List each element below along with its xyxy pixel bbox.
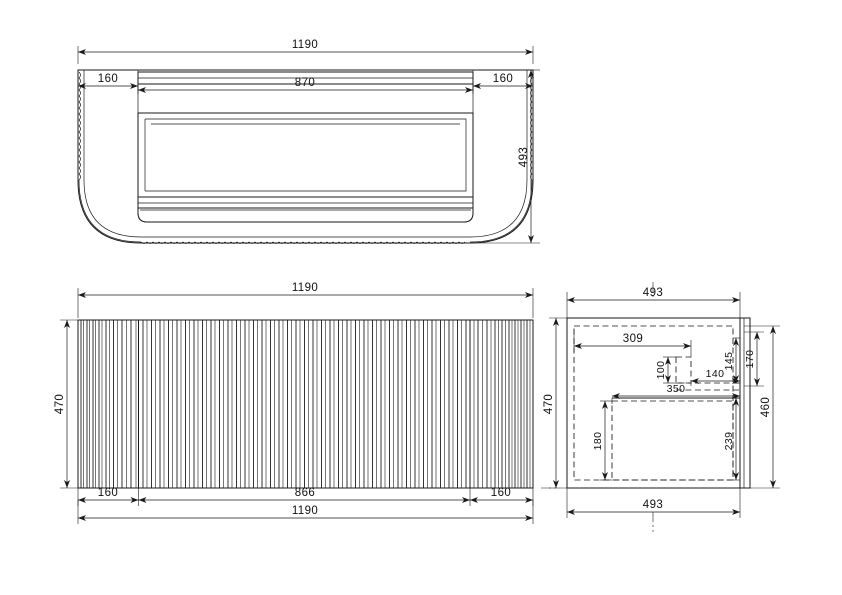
side-view-centerlines (541, 282, 654, 532)
dim-side-239: 239 (723, 397, 740, 481)
dim-front-segments: 160 866 160 (77, 487, 534, 506)
dim-label-160-top-right: 160 (493, 73, 513, 85)
front-view-group: 1190 (54, 282, 534, 524)
dim-label-160-front-right: 160 (491, 487, 511, 499)
dim-label-160-front-left: 160 (98, 487, 118, 499)
dim-label-493-top: 493 (643, 287, 663, 299)
dim-label-1190-top: 1190 (292, 39, 318, 51)
dim-top-center-870: 870 (137, 77, 474, 94)
dim-side-170: 170 (744, 331, 764, 387)
dim-label-1190-front-bottom: 1190 (292, 505, 318, 517)
dim-side-180: 180 (592, 400, 612, 481)
dim-side-140: 140 (690, 368, 741, 386)
dim-label-160-top-left: 160 (98, 73, 118, 85)
dim-side-145: 145 (723, 337, 740, 384)
top-view-group: 1190 160 870 160 (77, 39, 540, 244)
flute-group-center (142, 320, 467, 488)
dim-side-100: 100 (655, 356, 676, 384)
side-view-group: 493 (541, 282, 780, 532)
dim-label-145: 145 (723, 352, 735, 371)
dim-label-100: 100 (655, 361, 667, 380)
dim-side-height-470: 470 (543, 317, 567, 489)
dim-front-overall-top-1190: 1190 (77, 282, 534, 318)
front-view-body (77, 319, 534, 489)
dim-side-depth-bottom-493: 493 (566, 488, 741, 518)
dim-label-350: 350 (667, 383, 686, 395)
dim-label-170: 170 (744, 350, 756, 369)
dim-label-180: 180 (592, 432, 604, 451)
dim-top-overall-1190: 1190 (77, 39, 534, 64)
dim-label-309: 309 (623, 333, 643, 345)
dim-label-239: 239 (723, 432, 735, 451)
side-view-carcass (566, 317, 751, 489)
dim-side-309: 309 (573, 330, 692, 357)
dim-label-870: 870 (295, 77, 315, 89)
dim-label-493-depth: 493 (518, 147, 530, 167)
flute-group-left (80, 320, 137, 488)
dim-label-140: 140 (706, 368, 725, 380)
flute-group-right (473, 320, 531, 488)
dim-label-470-side: 470 (543, 394, 555, 414)
dim-label-493-bottom: 493 (643, 499, 663, 511)
dim-top-depth-493: 493 (470, 69, 540, 244)
dim-side-depth-top-493: 493 (566, 287, 741, 318)
front-view-flutes (77, 319, 534, 489)
dim-side-height-460: 460 (744, 325, 780, 489)
dim-label-866: 866 (295, 487, 315, 499)
dim-front-height-470: 470 (54, 319, 78, 489)
dim-label-470-front: 470 (54, 394, 66, 414)
dim-label-460: 460 (760, 397, 772, 417)
dim-label-1190-front-top: 1190 (292, 282, 318, 294)
dim-front-overall-bottom-1190: 1190 (77, 500, 534, 524)
